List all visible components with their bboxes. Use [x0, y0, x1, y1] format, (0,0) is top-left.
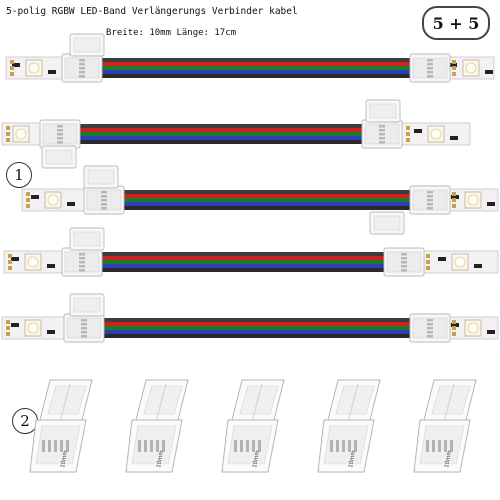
loose-connector-4: 10mm [317, 379, 381, 473]
wire [102, 74, 410, 78]
wire [124, 194, 410, 198]
wire [124, 206, 410, 210]
marker-2: 2 [12, 408, 38, 434]
wire [80, 140, 362, 144]
wire [102, 252, 384, 256]
wire [124, 202, 410, 206]
cable-rows [1, 33, 499, 343]
product-title: 5-polig RGBW LED-Band Verlängerungs Verb… [6, 6, 298, 17]
connector-clips: 10mm 10mm 10mm 10mm 10mm [29, 379, 477, 473]
wire [102, 70, 410, 74]
cable-row-2 [1, 99, 471, 169]
wire [102, 58, 410, 62]
wire [104, 322, 410, 326]
width-label: 10mm [252, 450, 261, 468]
wire [80, 128, 362, 132]
cable-row-3 [21, 165, 499, 235]
wire [104, 330, 410, 334]
width-label: 10mm [348, 450, 357, 468]
wire [80, 132, 362, 136]
wire [102, 62, 410, 66]
cable-row-4 [3, 227, 499, 277]
wire [102, 256, 384, 260]
wire [102, 260, 384, 264]
wire [104, 326, 410, 330]
loose-connector-2: 10mm [125, 379, 189, 473]
wire [102, 66, 410, 70]
cable-row-1 [5, 33, 495, 83]
wire [124, 190, 410, 194]
loose-connector-3: 10mm [221, 379, 285, 473]
dimensions-label: Breite: 10mm Länge: 17cm [106, 28, 237, 38]
width-label: 10mm [60, 450, 69, 468]
width-label: 10mm [156, 450, 165, 468]
wire [80, 124, 362, 128]
width-label: 10mm [444, 450, 453, 468]
cable-row-5 [1, 293, 499, 343]
wire [102, 268, 384, 272]
quantity-badge: 5 + 5 [422, 6, 490, 40]
wire [80, 136, 362, 140]
wire [102, 264, 384, 268]
loose-connector-5: 10mm [413, 379, 477, 473]
wire [104, 318, 410, 322]
wire [124, 198, 410, 202]
wire [104, 334, 410, 338]
loose-connector-1: 10mm [29, 379, 93, 473]
marker-1: 1 [6, 162, 32, 188]
